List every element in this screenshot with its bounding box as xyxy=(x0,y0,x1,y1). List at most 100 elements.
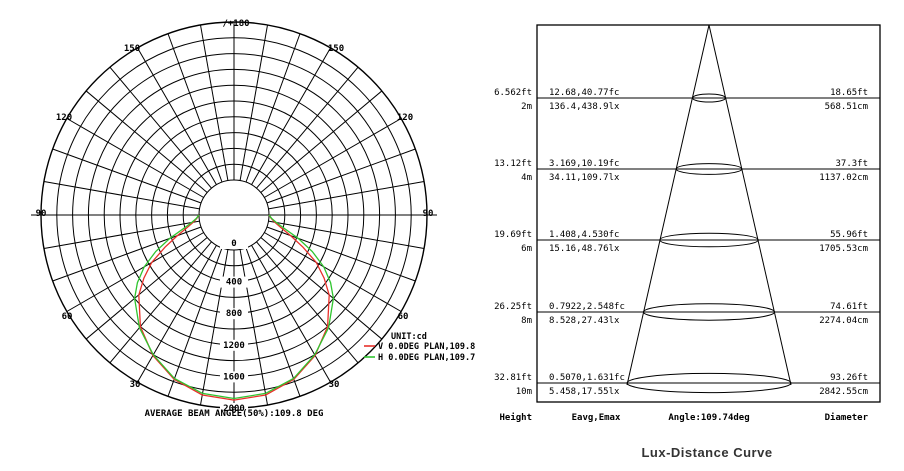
radial-tick-label: 1200 xyxy=(223,341,245,351)
polar-spoke xyxy=(167,33,223,183)
cone-edge-left xyxy=(626,24,710,386)
beam-spot-ellipse xyxy=(692,93,726,103)
row-height-m: 6m xyxy=(521,244,532,254)
angle-label-lower-right-60: 60 xyxy=(398,312,409,322)
row-height-m: 4m xyxy=(521,173,532,183)
polar-spoke xyxy=(268,220,425,250)
angle-label-right: 90 xyxy=(423,209,434,219)
column-header: Diameter xyxy=(825,412,869,423)
polar-spoke xyxy=(260,90,383,193)
row-fc: 1.408,4.530fc xyxy=(549,230,619,240)
row-height-ft: 13.12ft xyxy=(494,159,532,169)
polar-spoke xyxy=(264,232,402,312)
series-h-curve xyxy=(133,214,335,400)
row-height-ft: 19.69ft xyxy=(494,230,532,240)
legend-entry: V 0.0DEG PLAN,109.8 xyxy=(378,342,475,352)
polar-spoke xyxy=(109,66,212,189)
polar-spoke xyxy=(137,47,217,185)
polar-spoke xyxy=(266,148,416,204)
radial-tick-label: 2000 xyxy=(223,404,245,414)
unit-label: UNIT:cd xyxy=(391,332,427,342)
polar-spoke xyxy=(239,249,269,406)
radial-tick-label: 0 xyxy=(231,239,236,249)
polar-spoke xyxy=(66,118,204,198)
row-fc: 0.5070,1.631fc xyxy=(549,373,625,383)
legend-entry: H 0.0DEG PLAN,109.7 xyxy=(378,353,475,363)
polar-spoke xyxy=(85,90,208,193)
polar-spoke xyxy=(167,247,223,397)
lux-distance-table: 6.562ft2m12.68,40.77fc136.4,438.9lx18.65… xyxy=(494,24,881,460)
polar-spoke xyxy=(52,148,202,204)
polar-spoke xyxy=(260,237,383,340)
radial-tick-label: 1600 xyxy=(223,372,245,382)
polar-spoke xyxy=(245,247,301,397)
row-lx: 8.528,27.43lx xyxy=(549,316,620,326)
table-frame xyxy=(536,24,881,403)
row-diameter-cm: 2274.04cm xyxy=(819,316,868,326)
polar-spoke xyxy=(256,241,359,364)
polar-spoke xyxy=(137,245,217,383)
row-height-ft: 32.81ft xyxy=(494,373,532,383)
row-diameter-ft: 74.61ft xyxy=(830,302,868,312)
beam-spot-ellipse xyxy=(642,303,776,321)
polar-spoke xyxy=(199,24,229,181)
angle-label-upper-left: 150 xyxy=(124,44,140,54)
angle-label-left: 90 xyxy=(36,209,47,219)
radial-tick-bg xyxy=(220,238,248,249)
radial-tick-bg xyxy=(220,403,248,414)
angle-label-top: /+180 xyxy=(222,19,249,29)
radial-tick-bg xyxy=(220,371,248,383)
angle-label-lower-left-30: 30 xyxy=(130,380,141,390)
radial-tick-bg xyxy=(220,339,248,351)
polar-spoke xyxy=(245,33,301,183)
row-diameter-cm: 568.51cm xyxy=(825,102,868,112)
radial-tick-label: 800 xyxy=(226,309,242,319)
row-height-ft: 6.562ft xyxy=(494,88,532,98)
row-fc: 3.169,10.19fc xyxy=(549,159,619,169)
row-lx: 5.458,17.55lx xyxy=(549,387,620,397)
row-height-ft: 26.25ft xyxy=(494,302,532,312)
angle-label-bottom: 0 xyxy=(231,406,236,416)
radial-tick-bg xyxy=(220,308,248,320)
row-fc: 12.68,40.77fc xyxy=(549,88,619,98)
angle-label-upper-right: 150 xyxy=(328,44,344,54)
chart-title: Lux-Distance Curve xyxy=(641,445,772,460)
polar-spoke xyxy=(43,220,200,250)
row-height-m: 2m xyxy=(521,102,532,112)
polar-spoke xyxy=(43,180,200,210)
column-header: Angle:109.74deg xyxy=(668,413,749,423)
row-diameter-ft: 55.96ft xyxy=(830,230,868,240)
beam-spot-ellipse xyxy=(675,163,743,175)
polar-spoke xyxy=(85,237,208,340)
beam-spot-ellipse xyxy=(659,232,759,248)
angle-label-lower-left-60: 60 xyxy=(62,312,73,322)
row-diameter-ft: 37.3ft xyxy=(835,159,868,169)
polar-spoke xyxy=(66,232,204,312)
polar-spoke xyxy=(239,24,269,181)
cone-edge-right xyxy=(708,24,792,386)
beam-spot-ellipse xyxy=(626,372,792,394)
polar-spoke xyxy=(109,241,212,364)
radial-tick-label: 400 xyxy=(226,278,242,288)
column-header: Height xyxy=(499,412,532,423)
row-diameter-cm: 1137.02cm xyxy=(819,173,868,183)
polar-spoke xyxy=(256,66,359,189)
row-height-m: 8m xyxy=(521,316,532,326)
column-header: Eavg,Emax xyxy=(572,413,621,423)
polar-spoke xyxy=(251,245,331,383)
angle-label-mid-upper-left: 120 xyxy=(56,113,72,123)
angle-label-mid-upper-right: 120 xyxy=(397,113,413,123)
polar-candela-chart: 0 400 800 1200 1600 2000 /+180 150 150 120 120 90 90… xyxy=(31,19,475,419)
row-height-m: 10m xyxy=(516,387,532,397)
polar-spoke xyxy=(251,47,331,185)
angle-label-lower-right-30: 30 xyxy=(329,380,340,390)
row-lx: 15.16,48.76lx xyxy=(549,244,620,254)
row-lx: 136.4,438.9lx xyxy=(549,102,620,112)
series-v-curve xyxy=(138,214,330,401)
polar-spoke xyxy=(268,180,425,210)
row-diameter-cm: 1705.53cm xyxy=(819,244,868,254)
row-fc: 0.7922,2.548fc xyxy=(549,302,625,312)
row-diameter-cm: 2842.55cm xyxy=(819,387,868,397)
polar-spoke xyxy=(264,118,402,198)
